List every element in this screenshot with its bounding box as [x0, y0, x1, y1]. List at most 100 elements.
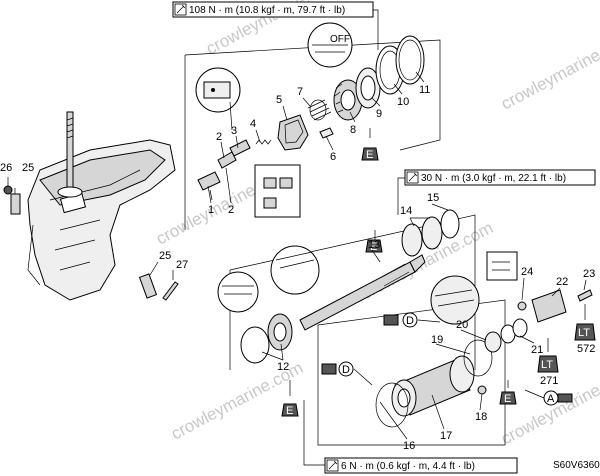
callout-3: 3: [231, 125, 237, 137]
locktite-symbol-572: LT 572: [574, 304, 596, 355]
grease-label: E: [366, 149, 373, 161]
callout-numbers: 1 2 2 3 4 5 6 7 8 9 10 11 12 13 14 15 16…: [0, 84, 595, 452]
detail-box-tool: [486, 251, 518, 281]
callout-26: 26: [0, 162, 12, 174]
lower-casing: [27, 139, 176, 301]
grease-symbol-8: E: [361, 128, 379, 161]
grease-symbol-14: E: [365, 230, 383, 253]
callout-18: 18: [475, 411, 487, 423]
callout-27: 27: [176, 259, 188, 271]
part-25-anode-right: [138, 261, 159, 299]
part-2-pin: [217, 151, 237, 169]
part-27-bolt: [162, 270, 179, 301]
torque-mid-label: 30 N · m (3.0 kgf · m, 22.1 ft · lb): [421, 173, 566, 184]
callout-15: 15: [427, 192, 439, 204]
grease-symbol-17: E: [499, 380, 517, 405]
callout-17: 17: [440, 430, 452, 442]
part-1-shift-rod-joint: [197, 171, 221, 201]
part-9-bearing: [355, 67, 381, 109]
part-26-plug: [3, 177, 13, 195]
callout-2-lower: 2: [228, 204, 234, 216]
callout-11: 11: [419, 84, 430, 96]
part-3-shift-plunger: [229, 139, 251, 157]
grease-label: E: [504, 393, 511, 405]
callout-12: 12: [277, 361, 289, 373]
part-20-washer: [484, 331, 502, 353]
locktite-symbol-271: LT 271: [537, 338, 559, 387]
part-6-cross-pin: [319, 127, 334, 139]
watermark-2: crowleymarine.com: [498, 28, 600, 114]
callout-4: 4: [250, 118, 256, 130]
part-19-o-ring: [463, 339, 493, 377]
part-14-bearing: [401, 216, 443, 257]
grease-a-label: A: [547, 393, 555, 405]
grease-a-symbol: A: [524, 389, 573, 406]
off-label: OFF: [330, 34, 350, 45]
detail-box-clutch: [254, 164, 301, 218]
callout-21: 21: [531, 344, 543, 356]
callout-19: 19: [431, 334, 443, 346]
callout-23: 23: [583, 268, 595, 280]
part-7-spring: [307, 99, 332, 121]
part-4-spring: [255, 139, 272, 145]
part-25-anode-left: [10, 188, 21, 215]
torque-box-mid: 30 N · m (3.0 kgf · m, 22.1 ft · lb): [404, 169, 596, 186]
part-16-o-ring: [375, 382, 409, 428]
grease-label: E: [286, 405, 293, 417]
part-12-bearing: [240, 313, 293, 364]
callout-22: 22: [556, 276, 568, 288]
part-5-dog-clutch: [277, 114, 309, 151]
detail-circle-housing: [430, 275, 480, 325]
part-11-ring: [395, 35, 425, 85]
grease-symbol-12: E: [281, 380, 299, 417]
oil-label: D: [342, 364, 350, 376]
locktite-572-label: 572: [577, 343, 595, 355]
callout-1: 1: [208, 204, 214, 216]
part-21-washer: [500, 318, 528, 344]
callout-13: 13: [368, 239, 380, 251]
callout-2-upper: 2: [216, 131, 222, 143]
torque-box-top: 108 N · m (10.8 kgf · m, 79.7 ft · lb): [172, 1, 374, 18]
part-23-bolt: [577, 289, 593, 302]
part-17-bearing-housing: [391, 355, 475, 417]
callout-9: 9: [376, 108, 382, 120]
detail-circle-clutch-pin: [195, 67, 241, 131]
oil-symbol-16: D: [321, 361, 373, 386]
callout-25-left: 25: [22, 162, 34, 174]
wrench-icon: [408, 172, 418, 182]
detail-circle-thread: [270, 245, 320, 295]
part-8-forward-gear: [333, 79, 363, 121]
callout-7: 7: [297, 86, 303, 98]
grease-label: E: [370, 241, 377, 253]
part-22-clip: [531, 289, 567, 323]
part-13-propeller-shaft: [299, 254, 426, 331]
wrench-icon: [176, 4, 186, 14]
callout-10: 10: [397, 96, 409, 108]
oil-label: D: [406, 315, 414, 327]
callout-8: 8: [350, 124, 356, 136]
torque-leaders: [303, 9, 405, 466]
detail-circle-off: OFF: [307, 22, 353, 68]
wrench-icon: [328, 460, 338, 470]
diagram-code: S60V6360: [553, 460, 600, 471]
callout-16: 16: [403, 440, 415, 452]
callout-25-right: 25: [159, 250, 171, 262]
torque-bottom-label: 6 N · m (0.6 kgf · m, 4.4 ft · lb): [341, 461, 475, 472]
callout-20: 20: [456, 319, 468, 331]
torque-box-bottom: 6 N · m (0.6 kgf · m, 4.4 ft · lb): [324, 457, 518, 474]
part-24-washer: [517, 301, 527, 311]
locktite-label: LT: [578, 327, 590, 339]
callout-24: 24: [521, 266, 533, 278]
callout-6: 6: [330, 151, 336, 163]
oil-symbol-20: D: [383, 312, 441, 328]
callout-leaders: [207, 71, 587, 440]
drive-shaft: [57, 111, 83, 198]
detail-circle-seal: [217, 271, 259, 313]
locktite-271-label: 271: [540, 375, 558, 387]
part-15-shim: [440, 209, 460, 239]
torque-top-label: 108 N · m (10.8 kgf · m, 79.7 ft · lb): [189, 5, 345, 16]
callout-5: 5: [276, 94, 282, 106]
part-18-pin: [477, 385, 487, 395]
locktite-label: LT: [541, 359, 553, 371]
